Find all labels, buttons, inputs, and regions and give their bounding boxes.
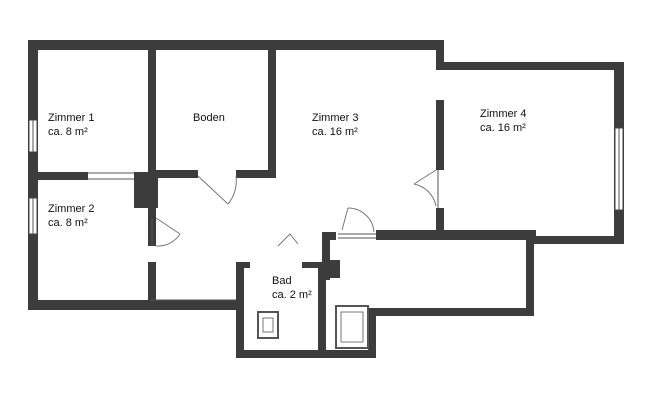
doors (88, 169, 439, 301)
room-labels: Zimmer 1 ca. 8 m² Boden Zimmer 3 ca. 16 … (48, 108, 526, 301)
zimmer3-area: ca. 16 m² (312, 126, 358, 138)
corridor-fixture (335, 305, 369, 349)
zimmer4-area: ca. 16 m² (480, 122, 526, 134)
zimmer1-area: ca. 8 m² (48, 126, 88, 138)
zimmer2-name: Zimmer 2 (48, 203, 94, 215)
interior-walls (28, 40, 536, 308)
zimmer4-name: Zimmer 4 (480, 108, 526, 120)
windows (28, 119, 624, 235)
bad-fixture (257, 311, 279, 339)
zimmer1-name: Zimmer 1 (48, 112, 94, 124)
zimmer3-name: Zimmer 3 (312, 112, 358, 124)
outer-walls (28, 40, 624, 358)
fixtures (257, 305, 369, 349)
zimmer2-area: ca. 8 m² (48, 217, 88, 229)
boden-name: Boden (193, 112, 225, 124)
bad-area: ca. 2 m² (272, 289, 312, 301)
bad-name: Bad (272, 275, 292, 287)
